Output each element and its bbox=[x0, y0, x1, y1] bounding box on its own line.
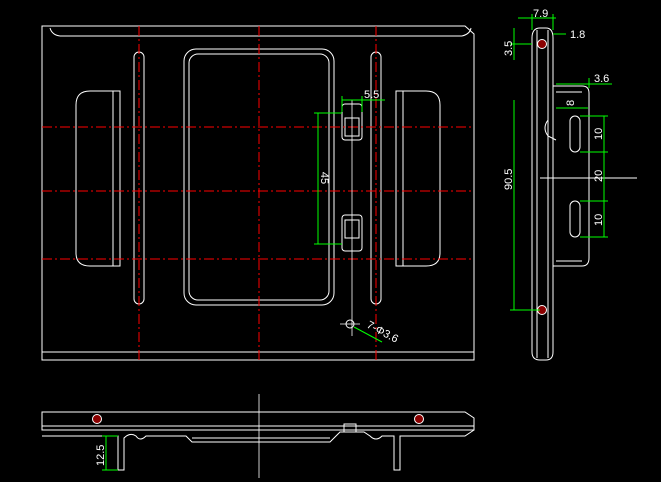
bottom-center-tab bbox=[343, 423, 357, 433]
bottom-view-dimensions bbox=[102, 435, 118, 471]
front-view-centerlines bbox=[42, 26, 474, 360]
side-clip-hook bbox=[544, 104, 557, 141]
plate-outline bbox=[41, 25, 475, 361]
mount-hole-centerlines bbox=[340, 100, 360, 336]
bottom-hole-left bbox=[92, 414, 102, 424]
right-tab bbox=[395, 90, 441, 267]
bottom-hole-right bbox=[414, 414, 424, 424]
side-slot-upper bbox=[569, 115, 581, 153]
bottom-view bbox=[41, 411, 475, 471]
bottom-profile bbox=[42, 429, 475, 471]
side-view-dimensions bbox=[510, 14, 612, 311]
dim-10-bottom-label: 10 bbox=[593, 214, 605, 226]
side-outer-profile bbox=[531, 27, 554, 361]
dim-10-top-label: 10 bbox=[593, 128, 605, 140]
dim-8-label: 8 bbox=[565, 100, 577, 106]
left-tab bbox=[75, 90, 121, 267]
side-slot-lower bbox=[569, 200, 581, 238]
side-hole-top bbox=[537, 39, 547, 49]
side-view bbox=[531, 27, 637, 361]
dim-7-9-label: 7.9 bbox=[533, 8, 548, 20]
front-view-dimensions bbox=[314, 96, 385, 343]
bottom-top-edge bbox=[41, 411, 475, 431]
dim-1-8-label: 1.8 bbox=[570, 29, 585, 41]
hole-leader bbox=[353, 326, 383, 343]
dim-3-6-label: 3.6 bbox=[594, 73, 609, 85]
top-edge-cap-right bbox=[461, 27, 472, 37]
dim-45-label: 45 bbox=[318, 172, 330, 184]
dim-12-5-label: 12.5 bbox=[95, 445, 107, 466]
front-view bbox=[41, 25, 475, 361]
dim-20-label: 20 bbox=[593, 170, 605, 182]
dim-3-5-label: 3.5 bbox=[503, 41, 515, 56]
dim-90-5-label: 90.5 bbox=[503, 169, 515, 190]
bottom-view-holes bbox=[92, 414, 424, 424]
top-edge-cap-left bbox=[49, 27, 61, 37]
hole-callout-label: 7-Φ3.6 bbox=[365, 319, 401, 345]
dim-5-5-label: 5.5 bbox=[364, 89, 379, 101]
side-flange bbox=[553, 85, 590, 267]
side-view-holes bbox=[537, 39, 547, 315]
